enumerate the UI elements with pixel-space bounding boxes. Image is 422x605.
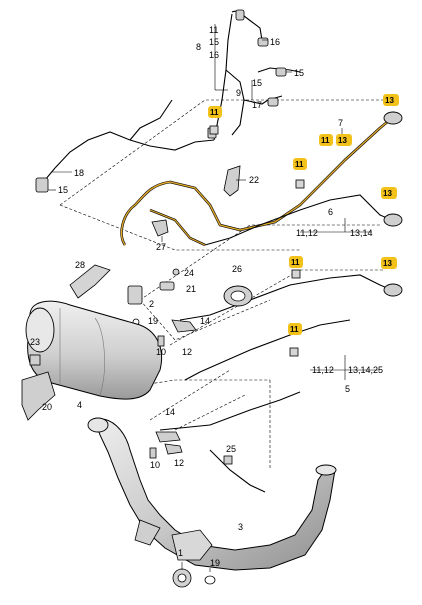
label-12-bottom: 12	[174, 458, 184, 468]
sensor-13-c	[383, 283, 403, 297]
connector-16-top	[235, 9, 245, 21]
callout-labels: 11 15 8 16 16 15 15 9 17 11 13 7 11 13 1…	[30, 25, 394, 568]
label-1: 1	[178, 548, 183, 558]
label-16-right: 16	[270, 37, 280, 47]
label-13-c: 13	[383, 189, 392, 198]
badge-11-d	[289, 256, 303, 268]
small-parts	[149, 319, 233, 465]
clips	[209, 125, 305, 357]
label-11-top: 11	[209, 25, 218, 35]
label-15-top: 15	[209, 37, 219, 47]
clamp-28	[69, 264, 111, 299]
label-28: 28	[75, 260, 85, 270]
label-10-top: 10	[156, 347, 166, 357]
label-4: 4	[77, 400, 82, 410]
label-8: 8	[196, 42, 201, 52]
label-11-d: 11	[291, 258, 300, 267]
badge-13-b	[336, 134, 352, 146]
label-15-left: 15	[58, 185, 68, 195]
label-10-bottom: 10	[150, 460, 160, 470]
upper-connectors	[35, 9, 287, 193]
badge-13-d	[381, 257, 397, 269]
sensor-13-a	[383, 111, 403, 125]
label-22: 22	[249, 175, 259, 185]
label-11-e: 11	[290, 325, 299, 334]
label-group-13-14: 13,14	[350, 228, 373, 238]
sensor-1	[172, 568, 216, 588]
label-16-top: 16	[209, 50, 219, 60]
label-17: 17	[252, 100, 262, 110]
highlight-badges	[208, 94, 399, 335]
badge-13-a	[383, 94, 399, 106]
sensor-harnesses	[159, 194, 393, 493]
label-24: 24	[184, 268, 194, 278]
label-9: 9	[236, 88, 241, 98]
connector-27	[151, 219, 169, 237]
bracket-22	[223, 165, 241, 197]
label-15-mid: 15	[252, 78, 262, 88]
label-11-c: 11	[295, 160, 304, 169]
label-11-a: 11	[210, 108, 219, 117]
label-group-11-12-bottom: 11,12	[312, 365, 334, 375]
label-26: 26	[232, 264, 242, 274]
label-7: 7	[338, 118, 343, 128]
label-13-b: 13	[338, 136, 347, 145]
leader-lines	[48, 24, 380, 572]
label-14-top: 14	[200, 316, 210, 326]
label-6: 6	[328, 207, 333, 217]
label-14-bottom: 14	[165, 407, 175, 417]
sensor-13-b	[383, 213, 403, 227]
sensor-tips	[383, 111, 403, 297]
guide-lines	[59, 99, 395, 470]
label-group-11-12-top: 11,12	[296, 228, 318, 238]
label-19-top: 19	[148, 316, 158, 326]
label-25: 25	[226, 444, 236, 454]
label-19-bottom: 19	[210, 558, 220, 568]
badge-11-b	[319, 134, 333, 146]
label-20: 20	[42, 402, 52, 412]
bracket-20	[21, 354, 56, 421]
label-23: 23	[30, 337, 40, 347]
particulate-filter-4	[25, 300, 163, 400]
label-5: 5	[345, 384, 350, 394]
sensor-2-assembly	[127, 268, 180, 326]
label-13-d: 13	[383, 259, 392, 268]
badge-13-c	[381, 187, 397, 199]
badge-11-c	[293, 158, 307, 170]
label-21: 21	[186, 284, 196, 294]
label-15-right: 15	[294, 68, 304, 78]
front-pipe-3	[87, 417, 337, 571]
label-12-top: 12	[182, 347, 192, 357]
label-13-a: 13	[385, 96, 394, 105]
label-11-b: 11	[321, 136, 330, 145]
badge-11-e	[288, 323, 302, 335]
label-group-13-14-25: 13,14,25	[348, 365, 383, 375]
label-27: 27	[156, 242, 166, 252]
highlighted-harness	[120, 117, 393, 247]
label-18: 18	[74, 168, 84, 178]
flange-26	[223, 285, 253, 307]
label-3: 3	[238, 522, 243, 532]
badge-11-a	[208, 106, 222, 118]
label-2: 2	[149, 299, 154, 309]
